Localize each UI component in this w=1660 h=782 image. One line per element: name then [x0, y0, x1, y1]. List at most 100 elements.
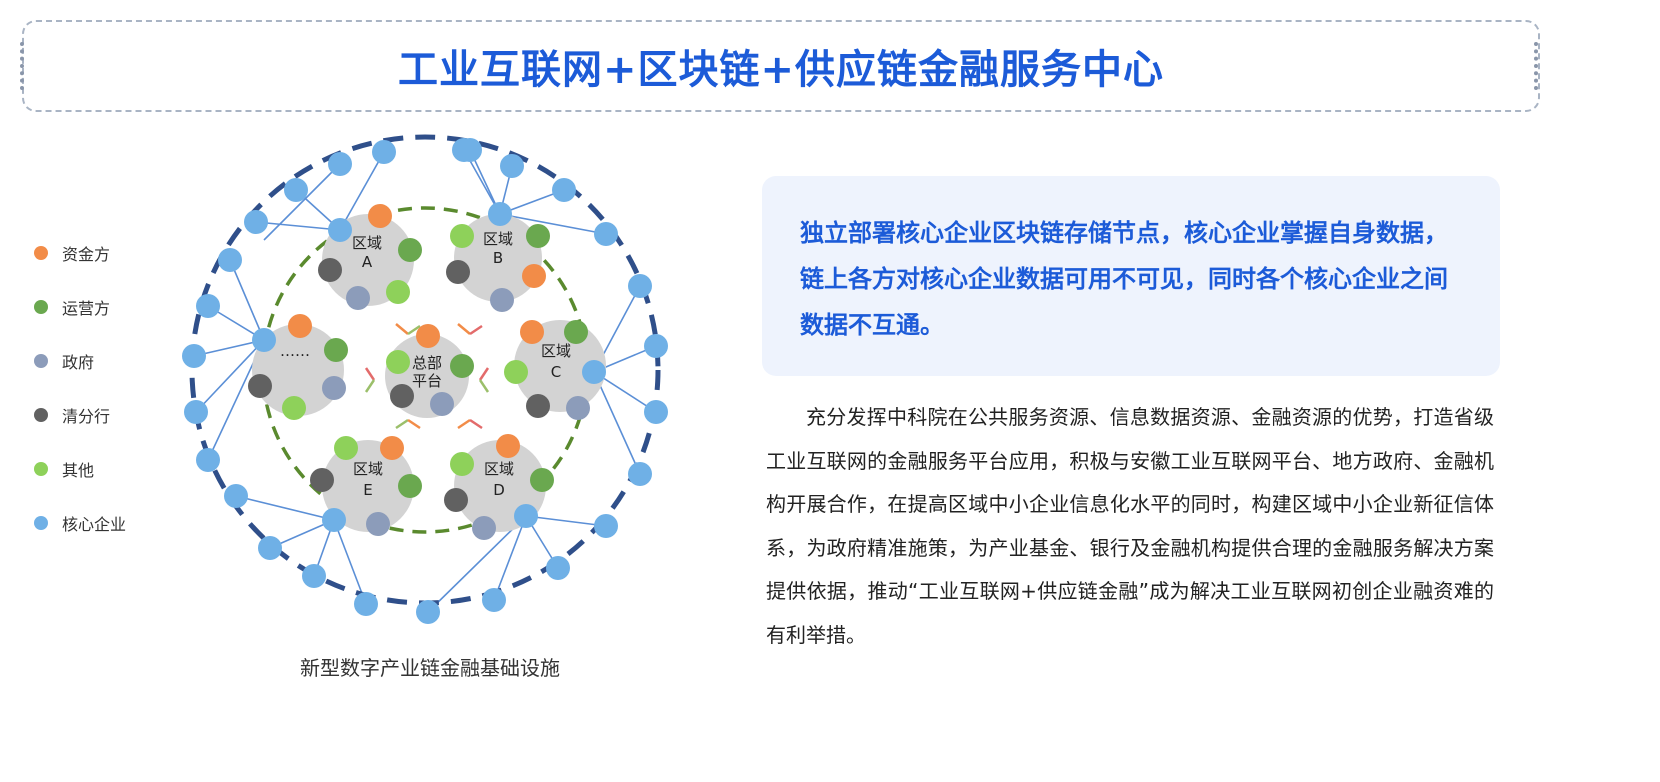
core-link [229, 259, 265, 341]
diagram-caption: 新型数字产业链金融基础设施 [300, 656, 560, 680]
core-enterprise-node [488, 202, 512, 226]
core-enterprise-node [372, 140, 396, 164]
center-link-mark [364, 367, 376, 381]
funder-node [520, 320, 544, 344]
core-link [339, 151, 385, 231]
diagram-regions [248, 202, 606, 540]
highlight-box: 独立部署核心企业区块链存储节点，核心企业掌握自身数据，链上各方对核心企业数据可用… [762, 176, 1500, 376]
core-enterprise-node [644, 400, 668, 424]
center-link-mark [364, 379, 376, 393]
core-enterprise-node [252, 328, 276, 352]
title-banner: 工业互联网+区块链+供应链金融服务中心 [20, 20, 1540, 112]
clearing-bank-node [318, 258, 342, 282]
legend-label: 其他 [62, 461, 95, 480]
center-link-mark [478, 367, 490, 381]
region-c-label-2: C [551, 363, 561, 381]
government-node [322, 376, 346, 400]
other-node [282, 396, 306, 420]
operator-node [324, 338, 348, 362]
legend-item-core-enterprise: 核心企业 [34, 496, 174, 550]
network-diagram: 总部 平台 区域 A 区域 B 区域 C 区域 D 区域 E …… [182, 134, 668, 624]
funder-node [416, 324, 440, 348]
region-e-disc [322, 440, 414, 532]
legend-dot-icon [34, 354, 48, 368]
core-enterprise-node [416, 600, 440, 624]
clearing-bank-node [390, 384, 414, 408]
legend-dot-icon [34, 300, 48, 314]
core-enterprise-node [224, 484, 248, 508]
funder-node [368, 204, 392, 228]
legend-label: 政府 [62, 353, 95, 372]
region-d-label-2: D [493, 481, 505, 499]
core-link [235, 495, 335, 521]
operator-node [398, 238, 422, 262]
core-link [195, 339, 265, 413]
core-link [499, 213, 607, 235]
core-enterprise-node [514, 504, 538, 528]
core-link [255, 221, 341, 231]
highlight-text: 独立部署核心企业区块链存储节点，核心企业掌握自身数据，链上各方对核心企业数据可用… [800, 219, 1448, 339]
core-link [525, 515, 607, 527]
clearing-bank-node [446, 260, 470, 284]
core-enterprise-node [594, 514, 618, 538]
diagram-outer-nodes [182, 138, 668, 624]
core-link [593, 371, 657, 413]
other-node [386, 280, 410, 304]
legend-dot-icon [34, 246, 48, 260]
operator-node [530, 468, 554, 492]
core-enterprise-node [482, 588, 506, 612]
center-link-mark [395, 418, 409, 430]
description-text: 充分发挥中科院在公共服务资源、信息数据资源、金融资源的优势，打造省级工业互联网的… [766, 405, 1494, 647]
funder-node [496, 434, 520, 458]
center-label-2: 平台 [412, 372, 442, 390]
region-d-label-1: 区域 [484, 460, 514, 478]
core-enterprise-node [196, 294, 220, 318]
government-node [490, 288, 514, 312]
government-node [346, 286, 370, 310]
region-e-label-1: 区域 [353, 460, 383, 478]
core-enterprise-node [196, 448, 220, 472]
legend-item-operator: 运营方 [34, 280, 174, 334]
core-enterprise-node [582, 360, 606, 384]
region-c-disc [514, 320, 606, 412]
region-b-disc [454, 214, 542, 302]
core-enterprise-node [284, 178, 308, 202]
legend: 资金方 运营方 政府 清分行 其他 核心企业 [34, 226, 174, 550]
legend-item-clearing-bank: 清分行 [34, 388, 174, 442]
region-a-label-2: A [362, 253, 373, 271]
funder-node [522, 264, 546, 288]
center-link-mark [395, 323, 409, 335]
legend-label: 运营方 [62, 299, 111, 318]
operator-node [450, 354, 474, 378]
region-ellipsis-label: …… [280, 342, 310, 360]
core-enterprise-node [328, 152, 352, 176]
legend-dot-icon [34, 408, 48, 422]
government-node [366, 512, 390, 536]
core-enterprise-node [500, 154, 524, 178]
clearing-bank-node [248, 374, 272, 398]
legend-label: 核心企业 [62, 515, 127, 534]
legend-label: 资金方 [62, 245, 111, 264]
government-node [430, 392, 454, 416]
core-enterprise-node [628, 274, 652, 298]
core-enterprise-node [546, 556, 570, 580]
core-link [593, 371, 641, 475]
core-link [263, 163, 341, 241]
funder-node [288, 314, 312, 338]
legend-dot-icon [34, 516, 48, 530]
legend-dot-icon [34, 462, 48, 476]
other-node [386, 350, 410, 374]
other-node [450, 224, 474, 248]
center-link-mark [407, 324, 421, 336]
legend-item-funder: 资金方 [34, 226, 174, 280]
funder-node [380, 436, 404, 460]
government-node [566, 396, 590, 420]
core-link [493, 515, 527, 601]
operator-node [398, 474, 422, 498]
government-node [472, 516, 496, 540]
core-link [427, 515, 527, 613]
page-title: 工业互联网+区块链+供应链金融服务中心 [397, 47, 1165, 93]
center-link-mark [469, 418, 483, 430]
center-link-mark [469, 324, 483, 336]
core-enterprise-node [322, 508, 346, 532]
